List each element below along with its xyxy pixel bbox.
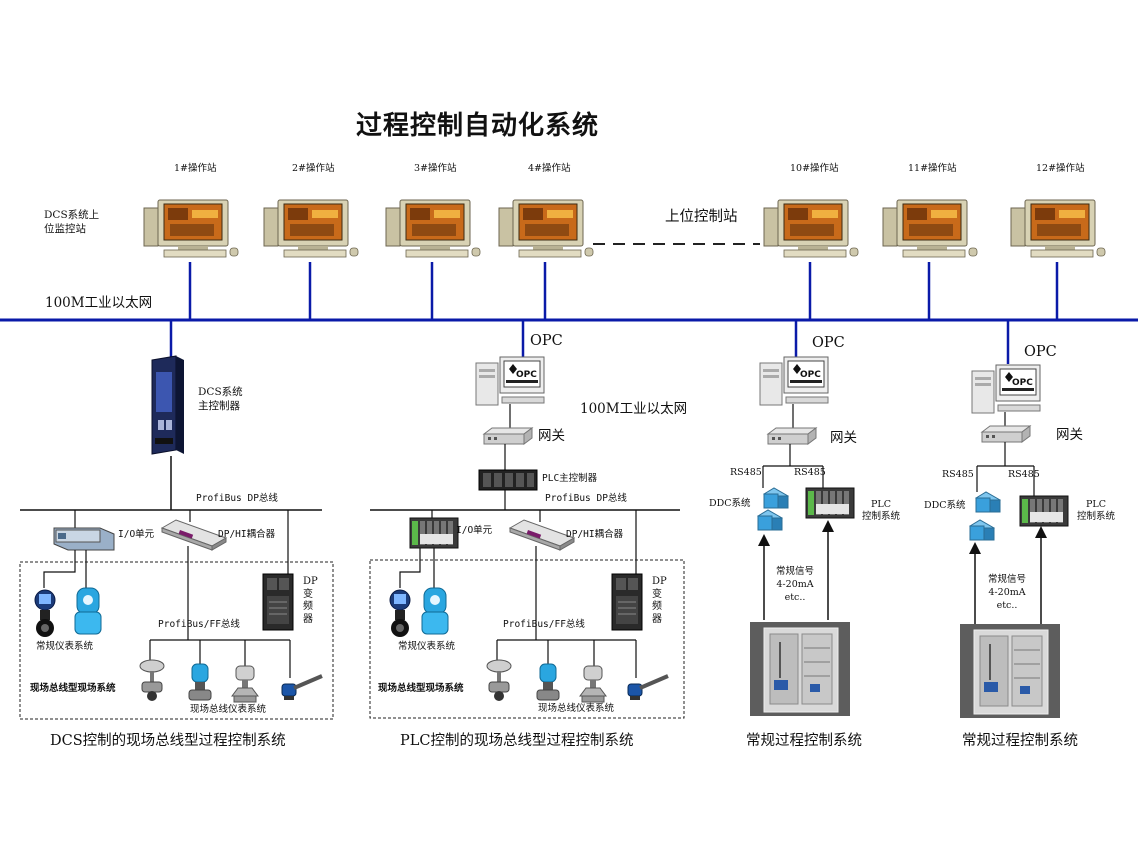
dcs-vfd-label: DP 变 频 器: [303, 576, 318, 625]
station-label: 10#操作站: [790, 163, 839, 174]
ddc-module-icon: [969, 491, 1001, 541]
station-label: 11#操作站: [908, 163, 957, 174]
flowmeter-icon: [34, 589, 56, 638]
ddc-module-icon: [757, 487, 789, 531]
gateway-label: 网关: [538, 428, 565, 444]
control-cabinet-icon: [959, 623, 1061, 719]
dcs-io-unit-label: I/O单元: [118, 529, 155, 540]
rs485-label: RS485: [942, 469, 974, 480]
workstation-icon: [498, 199, 594, 258]
io-module-icon: [409, 517, 459, 549]
station-label: 4#操作站: [528, 163, 571, 174]
valve-icon: [139, 659, 165, 702]
plc-profibus-ff-label: ProfiBus/FF总线: [503, 619, 585, 630]
dcs-conventional-instruments-label: 常规仪表系统: [36, 641, 94, 652]
plc-control-label: PLC 控制系统: [862, 499, 901, 523]
page-title: 过程控制自动化系统: [356, 111, 600, 141]
vfd-drive-icon: [611, 573, 643, 631]
signal-label: 常规信号 4-20mA etc..: [776, 566, 815, 603]
transmitter-icon: [536, 663, 560, 701]
station-label: 12#操作站: [1036, 163, 1085, 174]
rs485-label: RS485: [1008, 469, 1040, 480]
controller-icon: [478, 469, 538, 491]
plc-io-unit-label: I/O单元: [456, 525, 493, 536]
opc-server-icon: [971, 364, 1041, 414]
workstation-icon: [263, 199, 359, 258]
dcs-supervisory-label: DCS系统上 位监控站: [44, 209, 100, 236]
opc-label: OPC: [812, 335, 845, 351]
workstation-icon: [385, 199, 481, 258]
transmitter-icon: [231, 665, 259, 703]
dcs-caption: DCS控制的现场总线型过程控制系统: [50, 733, 286, 749]
dcs-dp-coupler-label: DP/HI耦合器: [218, 529, 276, 540]
transmitter-icon: [421, 587, 449, 635]
flowmeter-icon: [626, 674, 670, 702]
plc-conventional-instruments-label: 常规仪表系统: [398, 641, 456, 652]
gateway-label: 网关: [830, 430, 857, 446]
signal-label: 常规信号 4-20mA etc..: [988, 574, 1027, 611]
coupler-icon: [509, 519, 575, 551]
vfd-drive-icon: [262, 573, 294, 631]
station-label: 3#操作站: [414, 163, 457, 174]
rs485-label: RS485: [730, 467, 762, 478]
station-drop-lines: [188, 262, 1059, 320]
ethernet-mid-label: 100M工业以太网: [580, 401, 688, 417]
io-module-icon: [53, 527, 115, 551]
plc-controller-label: PLC主控制器: [542, 473, 598, 484]
control-cabinet-icon: [749, 621, 851, 717]
dcs-profibus-dp-label: ProfiBus DP总线: [196, 493, 278, 504]
ethernet-drop-lines: [169, 320, 1010, 364]
io-module-icon: [1019, 495, 1069, 527]
ddc-label: DDC系统: [709, 498, 751, 509]
plc-field-box: [369, 559, 685, 719]
flowmeter-icon: [389, 589, 411, 638]
plc-caption: PLC控制的现场总线型过程控制系统: [400, 733, 634, 749]
valve-icon: [486, 659, 512, 702]
coupler-icon: [161, 519, 227, 551]
gateway-icon: [483, 427, 533, 445]
dcs-profibus-ff-label: ProfiBus/FF总线: [158, 619, 240, 630]
plc-vfd-label: DP 变 频 器: [652, 576, 667, 625]
transmitter-icon: [74, 587, 102, 635]
dcs-fieldbus-system-label: 现场总线型现场系统: [30, 683, 116, 694]
plc-fieldbus-system-label: 现场总线型现场系统: [378, 683, 464, 694]
controller-icon: [151, 355, 184, 455]
workstation-icon: [882, 199, 978, 258]
upper-control-label: 上位控制站: [665, 209, 738, 225]
opc-label: OPC: [1024, 344, 1057, 360]
station-label: 1#操作站: [174, 163, 217, 174]
conventional-caption: 常规过程控制系统: [746, 733, 862, 749]
plc-profibus-dp-label: ProfiBus DP总线: [545, 493, 627, 504]
dcs-field-box: [19, 561, 334, 720]
ddc-label: DDC系统: [924, 500, 966, 511]
workstation-icon: [763, 199, 859, 258]
transmitter-icon: [188, 663, 212, 701]
workstation-icon: [1010, 199, 1106, 258]
opc-label: OPC: [530, 333, 563, 349]
io-module-icon: [805, 487, 855, 519]
transmitter-icon: [579, 665, 607, 703]
ethernet-top-label: 100M工业以太网: [45, 295, 153, 311]
gateway-icon: [767, 427, 817, 445]
dcs-controller-label: DCS系统 主控制器: [198, 386, 243, 413]
dcs-fieldbus-instruments-label: 现场总线仪表系统: [190, 704, 267, 715]
workstation-icon: [143, 199, 239, 258]
opc-server-icon: [759, 356, 829, 406]
gateway-icon: [981, 425, 1031, 443]
plc-control-label: PLC 控制系统: [1077, 499, 1116, 523]
plc-dp-coupler-label: DP/HI耦合器: [566, 529, 624, 540]
gateway-label: 网关: [1056, 427, 1083, 443]
conventional-caption: 常规过程控制系统: [962, 733, 1078, 749]
plc-fieldbus-instruments-label: 现场总线仪表系统: [538, 703, 615, 714]
opc-server-icon: [475, 356, 545, 406]
rs485-label: RS485: [794, 467, 826, 478]
station-label: 2#操作站: [292, 163, 335, 174]
flowmeter-icon: [280, 674, 324, 702]
